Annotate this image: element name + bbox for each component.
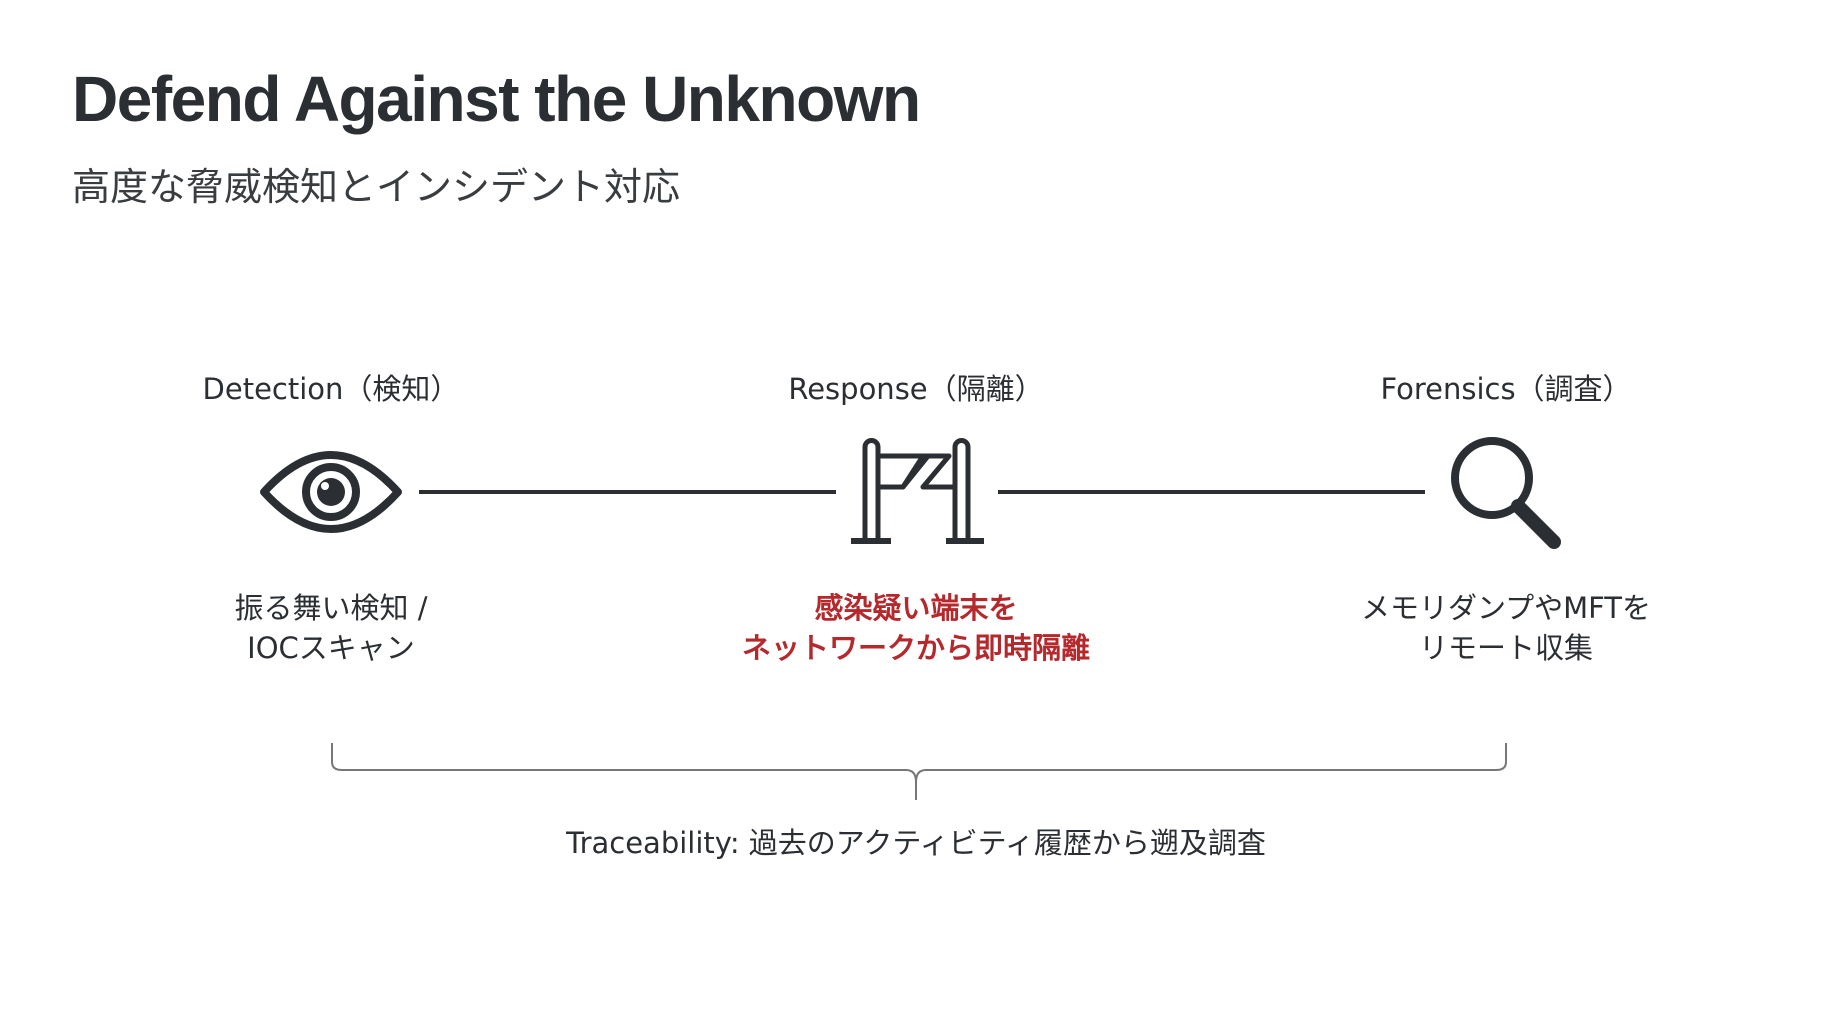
desc-line: メモリダンプやMFTを [1360, 591, 1652, 625]
gate-barrier-icon [851, 438, 984, 544]
slide-title: Defend Against the Unknown [72, 63, 921, 135]
desc-line: ネットワークから即時隔離 [741, 631, 1090, 665]
traceability-brace [331, 743, 1507, 800]
magnifier-icon [1451, 437, 1561, 549]
stage-label-detection: Detection（検知） [202, 372, 460, 406]
stage-label-forensics: Forensics（調査） [1380, 372, 1632, 406]
stage-label-response: Response（隔離） [788, 372, 1044, 406]
stage-desc-forensics: メモリダンプやMFTを リモート収集 [1246, 588, 1766, 668]
slide-subtitle: 高度な脅威検知とインシデント対応 [72, 165, 681, 209]
desc-line: IOCスキャン [247, 631, 415, 665]
stage-desc-detection: 振る舞い検知 / IOCスキャン [71, 588, 591, 668]
desc-line: 振る舞い検知 / [234, 591, 428, 625]
traceability-caption: Traceability: 過去のアクティビティ履歴から遡及調査 [566, 826, 1266, 860]
desc-line: リモート収集 [1418, 631, 1593, 665]
stage-desc-response: 感染疑い端末を ネットワークから即時隔離 [656, 588, 1176, 668]
desc-line: 感染疑い端末を [814, 591, 1018, 625]
eye-icon [260, 451, 402, 533]
